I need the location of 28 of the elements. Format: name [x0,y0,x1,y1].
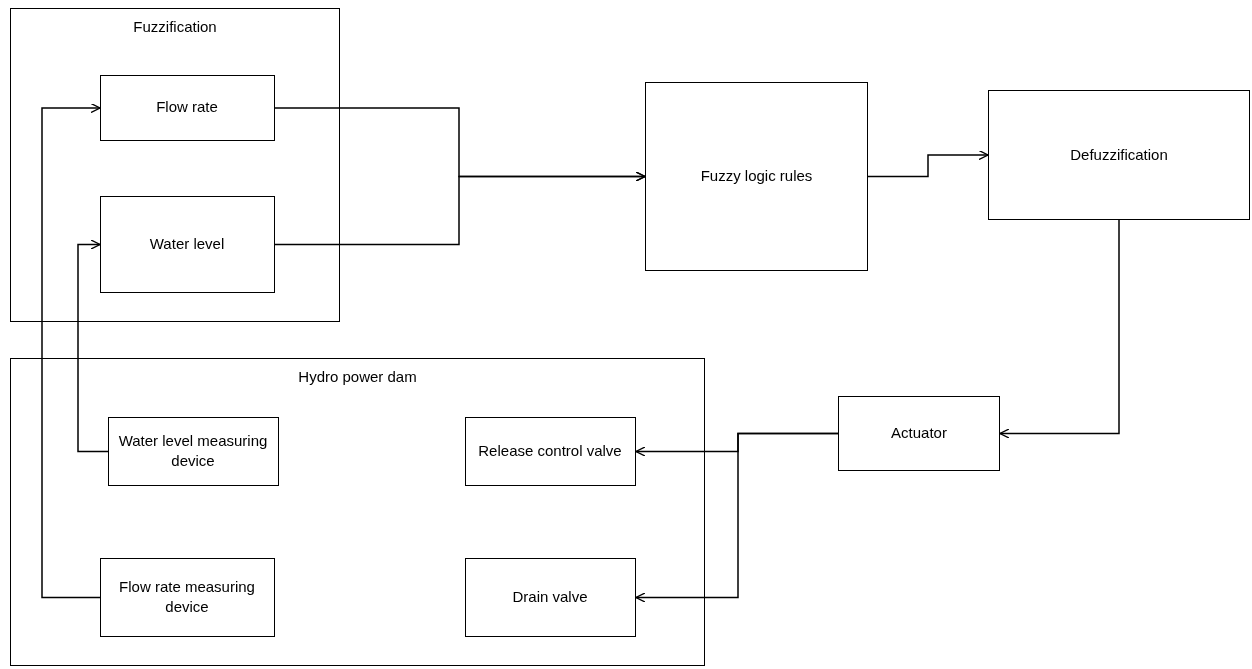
process-box [107,416,279,486]
arrow [274,171,646,246]
box-label: Release control valve [478,440,622,461]
process-box [988,90,1250,220]
box-label: Water level measuring device [117,430,269,471]
arrow [867,149,989,178]
group-container [10,358,705,666]
group-heading: Hydro power dam [298,367,417,387]
box-label: Defuzzification [1070,144,1168,165]
process-box [464,557,636,637]
box-label: Actuator [891,423,947,444]
box-label: Flow rate measuring device [118,576,256,617]
process-box [464,416,636,486]
box-label: Water level [149,233,225,254]
process-box [99,557,275,637]
box-label: Drain valve [512,586,588,607]
process-box [645,82,868,271]
box-label: Fuzzy logic rules [700,166,813,187]
arrow [635,432,839,603]
arrow [41,102,101,599]
process-box [99,195,275,293]
arrow [77,239,109,453]
arrow [999,219,1120,439]
group-container [10,8,340,322]
process-box [838,396,1000,471]
process-box [99,74,275,141]
box-label: Flow rate [156,97,218,118]
group-heading: Fuzzification [133,17,217,37]
